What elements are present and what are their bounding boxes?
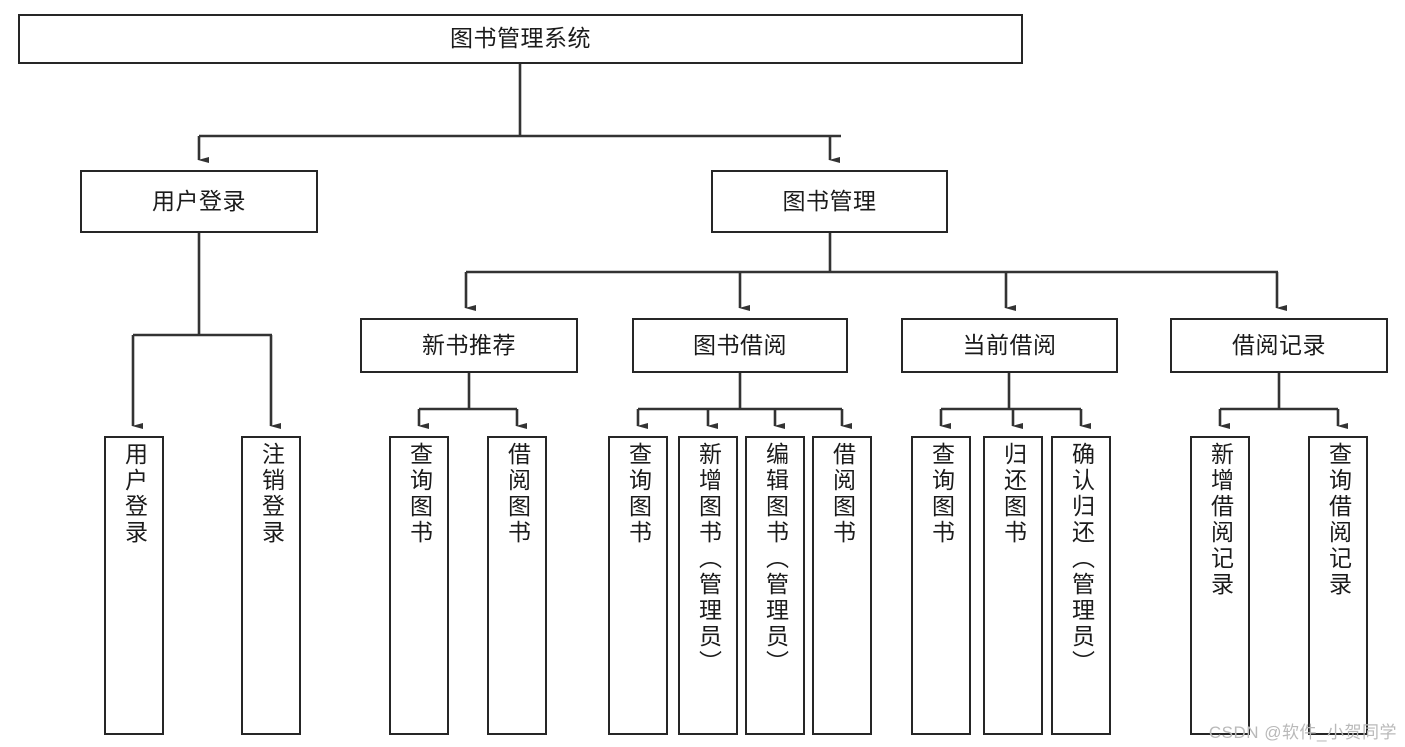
node-root-label: 图书管理系统: [450, 25, 591, 52]
node-leaf-borrow-book-2[interactable]: 借阅图书: [812, 436, 872, 735]
node-leaf-query-book-1[interactable]: 查询图书: [389, 436, 449, 735]
node-leaf-borrow-book-2-label: 借阅图书: [829, 442, 856, 546]
node-leaf-edit-book[interactable]: 编辑图书（管理员）: [745, 436, 805, 735]
node-borrowing-record-label: 借阅记录: [1232, 331, 1326, 358]
node-user-login-label: 用户登录: [152, 187, 246, 214]
node-leaf-return-book[interactable]: 归还图书: [983, 436, 1043, 735]
node-leaf-confirm-return-label: 确认归还（管理员）: [1068, 442, 1095, 676]
node-leaf-query-book-3-label: 查询图书: [928, 442, 955, 546]
node-user-login[interactable]: 用户登录: [80, 170, 318, 233]
node-leaf-user-logout[interactable]: 注销登录: [241, 436, 301, 735]
node-borrowing-record[interactable]: 借阅记录: [1170, 318, 1388, 373]
node-leaf-query-book-1-label: 查询图书: [406, 442, 433, 546]
node-book-borrowing-label: 图书借阅: [693, 331, 787, 358]
node-leaf-add-book-label: 新增图书（管理员）: [695, 442, 722, 676]
node-leaf-borrow-book-1-label: 借阅图书: [504, 442, 531, 546]
node-leaf-add-borrow-record-label: 新增借阅记录: [1207, 442, 1234, 598]
node-leaf-user-logout-label: 注销登录: [258, 442, 285, 546]
node-leaf-query-borrow-record[interactable]: 查询借阅记录: [1308, 436, 1368, 735]
node-leaf-query-book-2-label: 查询图书: [625, 442, 652, 546]
node-leaf-user-login-label: 用户登录: [121, 442, 148, 546]
node-leaf-borrow-book-1[interactable]: 借阅图书: [487, 436, 547, 735]
node-leaf-edit-book-label: 编辑图书（管理员）: [762, 442, 789, 676]
node-book-management[interactable]: 图书管理: [711, 170, 948, 233]
node-current-borrowing[interactable]: 当前借阅: [901, 318, 1118, 373]
node-leaf-user-login[interactable]: 用户登录: [104, 436, 164, 735]
csdn-watermark: CSDN @软件_小贺同学: [1208, 723, 1397, 742]
node-new-book-recommendation[interactable]: 新书推荐: [360, 318, 578, 373]
node-leaf-query-book-3[interactable]: 查询图书: [911, 436, 971, 735]
node-leaf-add-borrow-record[interactable]: 新增借阅记录: [1190, 436, 1250, 735]
node-leaf-return-book-label: 归还图书: [1000, 442, 1027, 546]
node-leaf-query-book-2[interactable]: 查询图书: [608, 436, 668, 735]
node-root[interactable]: 图书管理系统: [18, 14, 1023, 64]
node-new-book-recommendation-label: 新书推荐: [422, 331, 516, 358]
node-leaf-add-book[interactable]: 新增图书（管理员）: [678, 436, 738, 735]
node-leaf-query-borrow-record-label: 查询借阅记录: [1325, 442, 1352, 598]
node-book-management-label: 图书管理: [782, 187, 877, 214]
node-leaf-confirm-return[interactable]: 确认归还（管理员）: [1051, 436, 1111, 735]
node-book-borrowing[interactable]: 图书借阅: [632, 318, 848, 373]
node-current-borrowing-label: 当前借阅: [962, 331, 1057, 358]
